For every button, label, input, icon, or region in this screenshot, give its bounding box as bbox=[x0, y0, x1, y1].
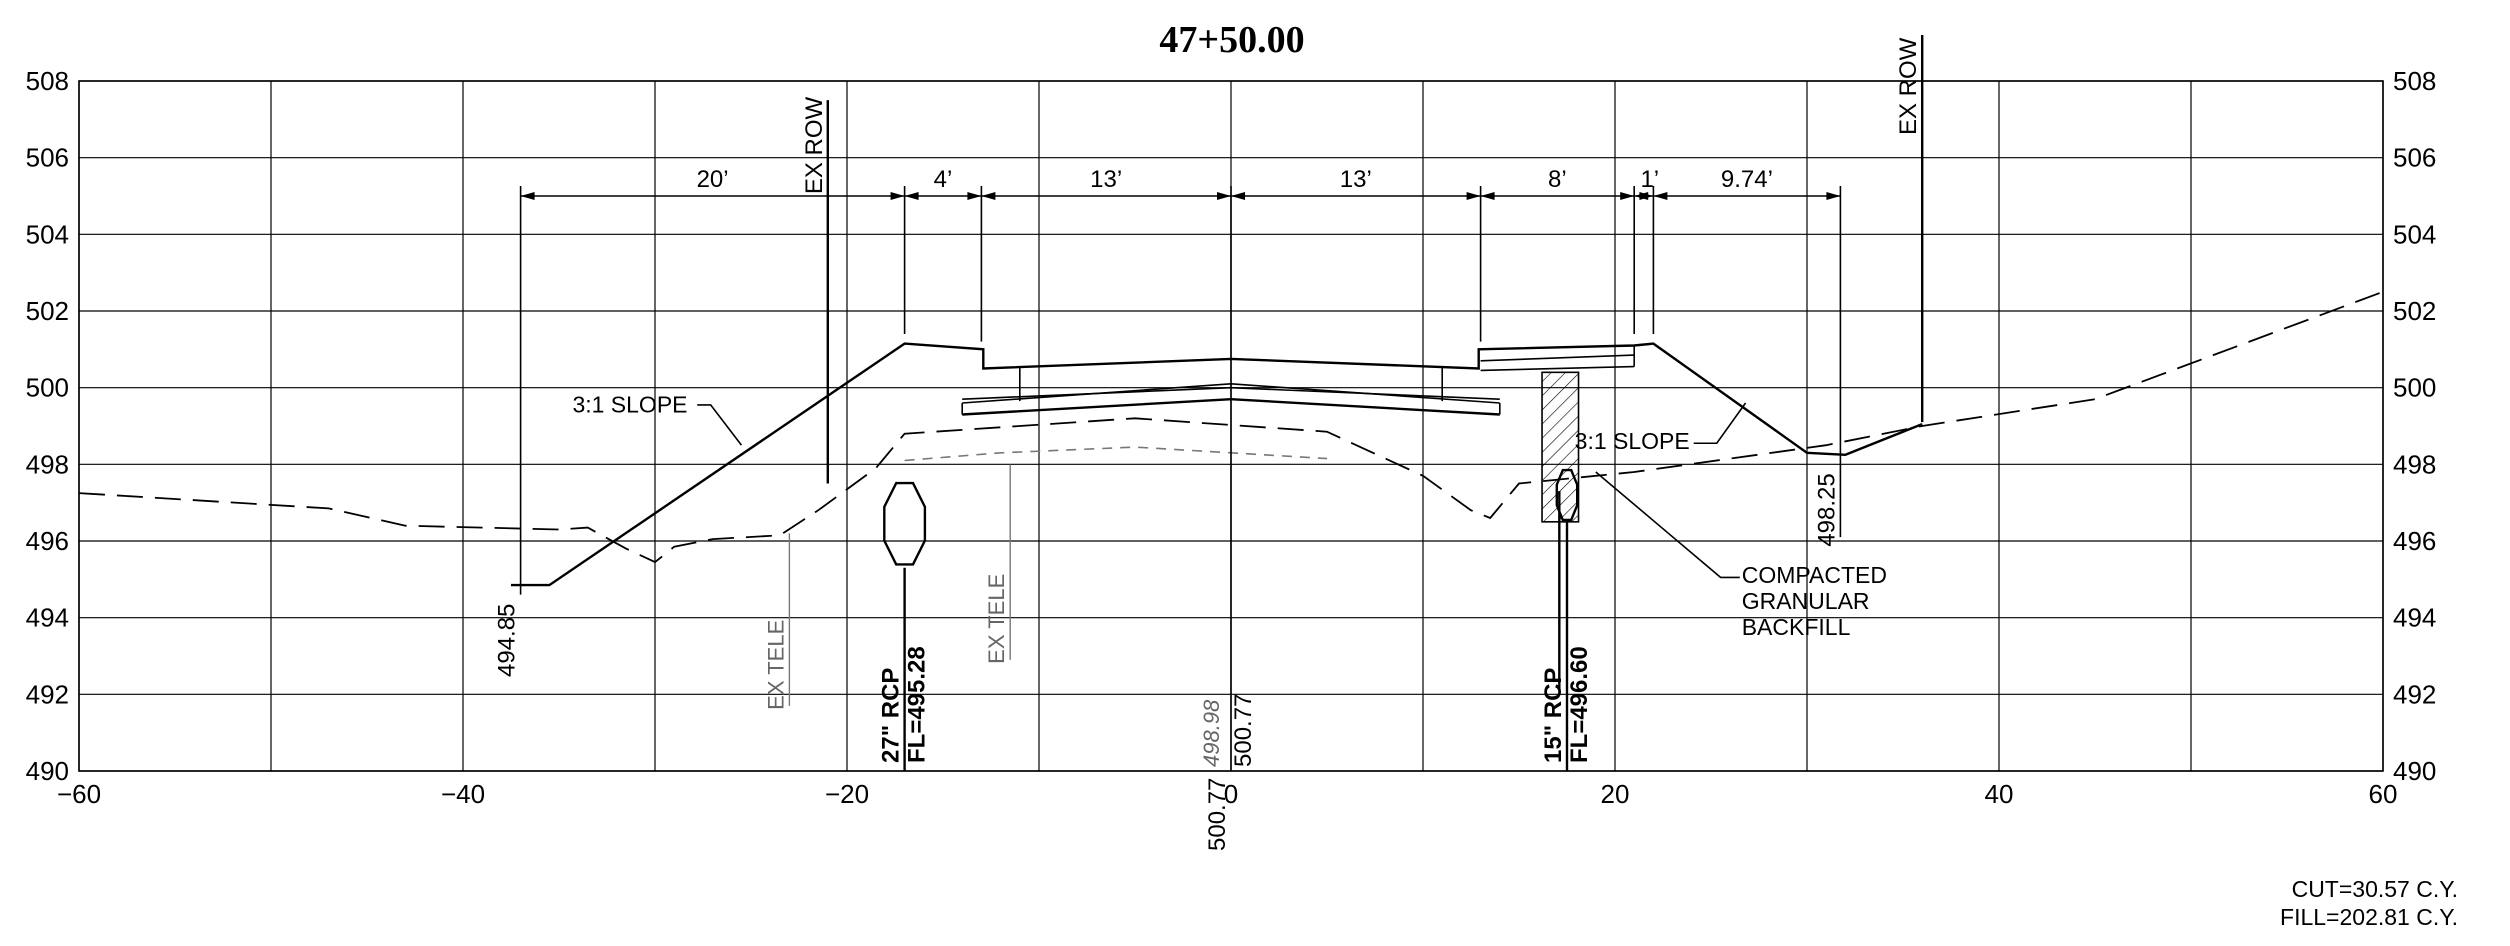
dimension-label: 4’ bbox=[934, 166, 953, 193]
elevation-callout: 500.77 bbox=[1230, 694, 1257, 767]
existing-tele-label: EX TELE bbox=[763, 620, 788, 710]
dimension-label: 1’ bbox=[1640, 166, 1659, 193]
dimension-label: 8’ bbox=[1548, 166, 1567, 193]
dimension-arrow bbox=[981, 192, 996, 200]
dimension-arrow bbox=[1231, 192, 1245, 200]
dimension-arrow bbox=[520, 192, 535, 200]
right-of-way-label: EX ROW bbox=[801, 96, 828, 194]
fill-quantity: FILL=202.81 C.Y. bbox=[2280, 904, 2458, 930]
pipe-flowline-label: FL=495.28 bbox=[904, 646, 931, 763]
dimension-arrow bbox=[1639, 192, 1654, 200]
pipe-27in-rcp bbox=[883, 481, 927, 566]
section-linework bbox=[78, 35, 2384, 771]
x-tick-label: 20 bbox=[1601, 779, 1630, 809]
backfill-label: COMPACTED bbox=[1742, 562, 1887, 588]
dimension-arrow bbox=[1826, 192, 1841, 200]
dimension-arrow bbox=[904, 192, 919, 200]
slope-label: 3:1 SLOPE bbox=[1575, 428, 1690, 454]
y-tick-label-left: 500 bbox=[26, 373, 69, 403]
x-tick-label: −60 bbox=[57, 779, 101, 809]
elevation-callout: 498.25 bbox=[1813, 473, 1840, 546]
y-tick-label-left: 506 bbox=[26, 143, 69, 173]
pipe-size-label: 27" RCP bbox=[878, 668, 905, 763]
sidewalk-layer-line bbox=[1480, 365, 1635, 372]
axis-labels: 490 490 492 492 494 494 496 496 498 498 500 500 502 5… bbox=[26, 66, 2437, 809]
dimension-arrow bbox=[1620, 192, 1635, 200]
y-tick-label-right: 504 bbox=[2393, 219, 2436, 249]
dimension-arrow bbox=[1480, 192, 1495, 200]
dimension-arrow bbox=[1217, 192, 1231, 200]
y-tick-label-right: 508 bbox=[2393, 66, 2436, 96]
y-tick-label-left: 498 bbox=[26, 449, 69, 479]
dimension-arrow bbox=[967, 192, 982, 200]
y-tick-label-left: 492 bbox=[26, 679, 69, 709]
x-tick-label: 40 bbox=[1985, 779, 2014, 809]
proposed-surface-line bbox=[511, 342, 1923, 587]
elevation-callout: 494.85 bbox=[494, 604, 521, 677]
y-tick-label-left: 504 bbox=[26, 219, 69, 249]
sidewalk-layer-line bbox=[1480, 354, 1635, 362]
dimension-arrow bbox=[890, 192, 905, 200]
existing-elevation-label: 498.98 bbox=[1199, 699, 1224, 767]
x-tick-label: 60 bbox=[2369, 779, 2398, 809]
x-tick-label: −40 bbox=[441, 779, 485, 809]
existing-utility-line bbox=[904, 446, 1328, 462]
y-tick-label-left: 490 bbox=[26, 756, 69, 786]
y-tick-label-left: 494 bbox=[26, 603, 69, 633]
right-of-way-label: EX ROW bbox=[1895, 37, 1922, 135]
backfill-label: BACKFILL bbox=[1742, 614, 1851, 640]
pipe-size-label: 15" RCP bbox=[1540, 668, 1567, 763]
dimension-arrow bbox=[1653, 192, 1668, 200]
existing-tele-label: EX TELE bbox=[984, 574, 1009, 664]
slope-label: 3:1 SLOPE bbox=[572, 392, 687, 418]
y-tick-label-right: 494 bbox=[2393, 603, 2436, 633]
y-tick-label-left: 496 bbox=[26, 526, 69, 556]
y-tick-label-right: 498 bbox=[2393, 449, 2436, 479]
slope-leader-line bbox=[1693, 402, 1747, 445]
elevation-callout: 500.77 bbox=[1204, 778, 1231, 851]
slope-leader-line bbox=[697, 404, 743, 446]
section-title: 47+50.00 bbox=[1159, 19, 1304, 61]
x-tick-label: −20 bbox=[825, 779, 869, 809]
x-tick-label: 0 bbox=[1224, 779, 1238, 809]
y-tick-label-left: 502 bbox=[26, 296, 69, 326]
y-tick-label-right: 502 bbox=[2393, 296, 2436, 326]
dimension-label: 9.74’ bbox=[1721, 166, 1773, 193]
existing-ground-line bbox=[78, 290, 2384, 564]
dimension-label: 13’ bbox=[1090, 166, 1122, 193]
y-tick-label-right: 496 bbox=[2393, 526, 2436, 556]
y-tick-label-right: 492 bbox=[2393, 679, 2436, 709]
section-annotations: 20’ 4’ 13’ 13’ 8’ 1’ 9.74’ EX ROW EX ROW EX TELE E… bbox=[494, 37, 1923, 851]
y-tick-label-left: 508 bbox=[26, 66, 69, 96]
pipe-flowline-label: FL=496.60 bbox=[1566, 646, 1593, 763]
cut-quantity: CUT=30.57 C.Y. bbox=[2292, 876, 2458, 902]
dimension-label: 20’ bbox=[697, 166, 729, 193]
backfill-label: GRANULAR bbox=[1742, 588, 1870, 614]
compacted-backfill-hatch bbox=[1541, 371, 1580, 523]
y-tick-label-right: 490 bbox=[2393, 756, 2436, 786]
y-tick-label-right: 500 bbox=[2393, 373, 2436, 403]
dimension-label: 13’ bbox=[1340, 166, 1372, 193]
dimension-arrow bbox=[1466, 192, 1481, 200]
y-tick-label-right: 506 bbox=[2393, 143, 2436, 173]
backfill-leader-line bbox=[1595, 471, 1740, 579]
